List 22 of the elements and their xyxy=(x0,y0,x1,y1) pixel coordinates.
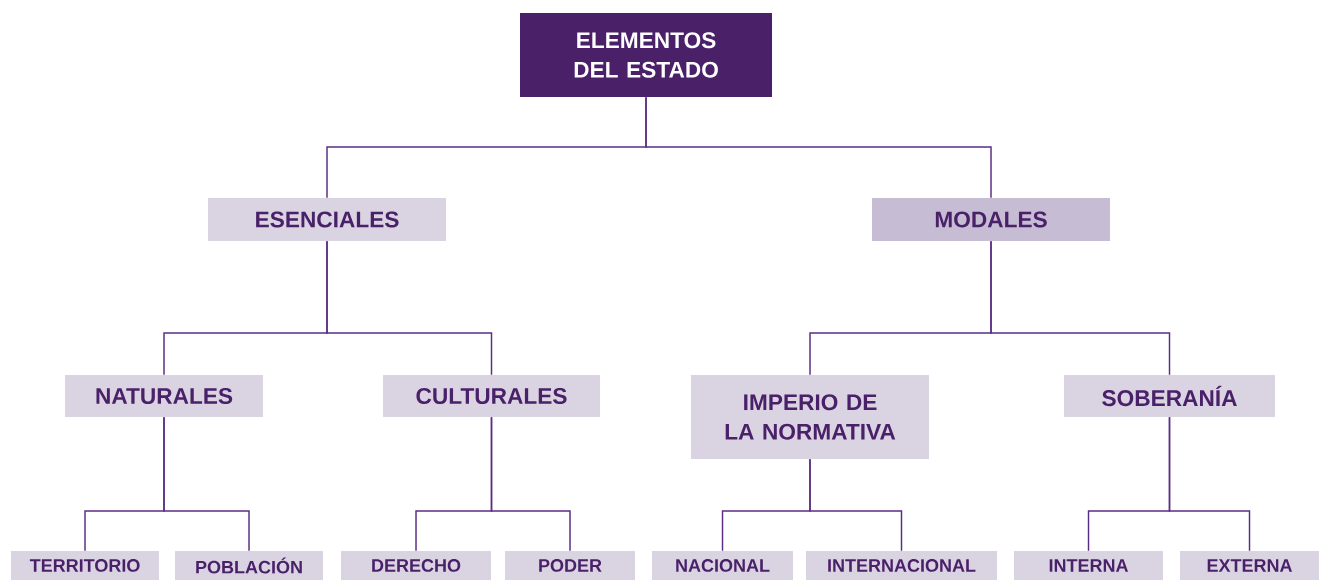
leaf-box: PODER xyxy=(505,551,635,580)
category-box: CULTURALES xyxy=(383,375,600,417)
leaf-box: POBLACIÓN xyxy=(175,551,323,580)
connector-line xyxy=(326,240,493,376)
leaf-box: NACIONAL xyxy=(652,551,793,580)
connector-line xyxy=(490,416,571,552)
leaf-box: INTERNACIONAL xyxy=(806,551,997,580)
connector-line xyxy=(1168,416,1251,552)
category-box: IMPERIO DE LA NORMATIVA xyxy=(691,375,929,459)
category-box: MODALES xyxy=(872,198,1110,241)
category-box: NATURALES xyxy=(65,375,263,417)
connector-line xyxy=(163,416,250,552)
leaf-box: TERRITORIO xyxy=(11,551,159,580)
title-box: ELEMENTOS DEL ESTADO xyxy=(520,13,772,97)
category-box: SOBERANÍA xyxy=(1064,375,1275,417)
leaf-box: DERECHO xyxy=(341,551,491,580)
leaf-box: INTERNA xyxy=(1014,551,1163,580)
connector-line xyxy=(645,96,992,199)
connector-line xyxy=(990,240,1171,376)
category-box: ESENCIALES xyxy=(208,198,446,241)
connector-line xyxy=(809,458,903,552)
leaf-box: EXTERNA xyxy=(1180,551,1319,580)
